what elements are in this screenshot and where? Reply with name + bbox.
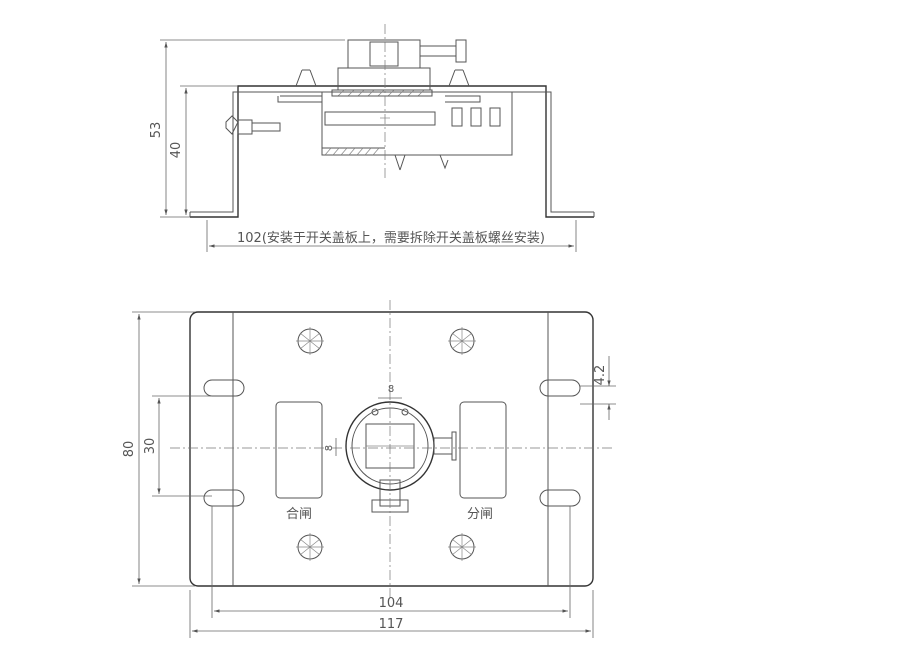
side-bolt <box>225 115 239 135</box>
side-bracket <box>190 85 594 218</box>
screw-top-left <box>296 327 324 355</box>
center-knob <box>345 401 457 513</box>
close-button-pad <box>275 401 323 499</box>
open-button-pad <box>459 401 507 499</box>
switch-body <box>321 91 513 156</box>
side-bracket-inner <box>190 91 594 213</box>
side-view: 53 40 102(安装于开关盖板上，需要拆除开关盖板螺丝安装) <box>149 24 595 252</box>
dim-4-2: 4.2 <box>593 365 608 386</box>
screw-bottom-left <box>296 533 324 561</box>
dim-104: 104 <box>379 596 404 611</box>
dim-8-top: 8 <box>388 384 394 395</box>
screw-bottom-right <box>448 533 476 561</box>
dim-8-left: 8 <box>324 445 335 451</box>
dim-80: 80 <box>122 441 137 458</box>
slot-right-top <box>539 379 581 397</box>
label-close: 合闸 <box>286 507 312 522</box>
dim-30: 30 <box>143 438 158 455</box>
label-open: 分闸 <box>467 507 493 522</box>
top-view: 合闸 分闸 80 30 4.2 8 8 104 117 <box>122 300 616 638</box>
slot-left-bottom <box>203 489 245 507</box>
screw-top-right <box>448 327 476 355</box>
dim-102-note: 102(安装于开关盖板上，需要拆除开关盖板螺丝安装) <box>237 231 545 246</box>
dim-117: 117 <box>379 617 404 632</box>
dim-40: 40 <box>169 142 184 159</box>
dim-53: 53 <box>149 122 164 139</box>
slot-right-bottom <box>539 489 581 507</box>
slot-left-top <box>203 379 245 397</box>
base-plate <box>189 311 594 587</box>
